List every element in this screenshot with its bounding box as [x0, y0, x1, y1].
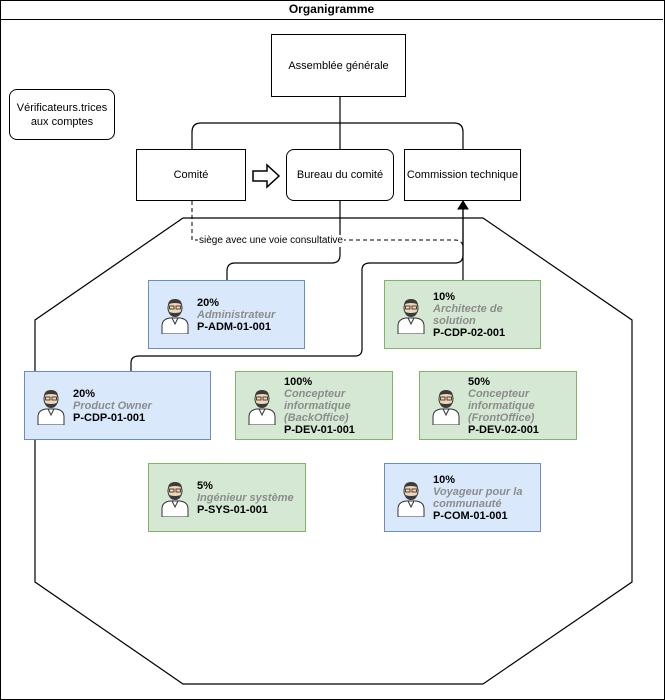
- block-arrow-right-icon: [252, 163, 281, 189]
- role-title: Concepteur informatique (BackOffice): [284, 387, 351, 424]
- box-verificateurs-label: Vérificateurs.trices aux comptes: [16, 101, 108, 128]
- person-avatar-icon: [161, 481, 189, 517]
- role-allocation: 50%: [468, 375, 491, 388]
- po-to-commission-connector: [130, 203, 464, 371]
- tree-connector: [191, 97, 464, 149]
- box-bureau-label: Bureau du comité: [296, 169, 384, 181]
- person-avatar-icon: [397, 481, 425, 517]
- person-avatar-icon: [397, 298, 425, 334]
- team-octagon: [34, 217, 633, 685]
- role-code: P-CDP-02-001: [433, 326, 506, 339]
- bureau-to-admin-connector: [226, 201, 341, 280]
- box-commission-technique[interactable]: Commission technique: [404, 149, 521, 201]
- person-avatar-icon: [37, 389, 65, 425]
- role-code: P-COM-01-001: [433, 509, 508, 522]
- box-commission-label: Commission technique: [406, 169, 519, 181]
- role-title: Ingénieur système: [197, 491, 294, 504]
- arrowhead-icon: [457, 200, 469, 210]
- role-title: Voyageur pour la communauté: [433, 485, 523, 510]
- role-title: Concepteur informatique (FrontOffice): [468, 387, 535, 424]
- box-comite-label: Comité: [173, 169, 209, 181]
- role-code: P-ADM-01-001: [197, 320, 271, 333]
- role-code: P-SYS-01-001: [197, 503, 268, 516]
- role-allocation: 10%: [433, 290, 456, 303]
- role-code: P-DEV-01-001: [284, 423, 355, 436]
- role-allocation: 5%: [197, 479, 213, 492]
- box-assemblee-label: Assemblée générale: [288, 59, 389, 72]
- diagram-title: Organigramme: [0, 0, 663, 20]
- role-code: P-DEV-02-001: [468, 423, 539, 436]
- role-card[interactable]: 50%Concepteur informatique (FrontOffice)…: [419, 371, 577, 440]
- person-avatar-icon: [432, 389, 460, 425]
- role-code: P-CDP-01-001: [73, 411, 146, 424]
- role-card[interactable]: 100%Concepteur informatique (BackOffice)…: [235, 371, 393, 440]
- box-comite[interactable]: Comité: [136, 149, 246, 201]
- role-allocation: 20%: [73, 387, 96, 400]
- box-bureau-du-comite[interactable]: Bureau du comité: [286, 149, 394, 201]
- role-title: Architecte de solution: [433, 302, 503, 327]
- box-assemblee-generale[interactable]: Assemblée générale: [271, 34, 406, 97]
- consultative-seat-label: siège avec une voie consultative: [198, 235, 344, 247]
- person-avatar-icon: [161, 298, 189, 334]
- role-allocation: 100%: [284, 375, 313, 388]
- role-allocation: 10%: [433, 473, 456, 486]
- person-avatar-icon: [248, 389, 276, 425]
- consultative-seat-connector: [191, 201, 464, 252]
- role-title: Product Owner: [73, 399, 152, 412]
- box-verificateurs[interactable]: Vérificateurs.trices aux comptes: [9, 89, 115, 140]
- role-title: Administrateur: [197, 308, 276, 321]
- role-allocation: 20%: [197, 296, 220, 309]
